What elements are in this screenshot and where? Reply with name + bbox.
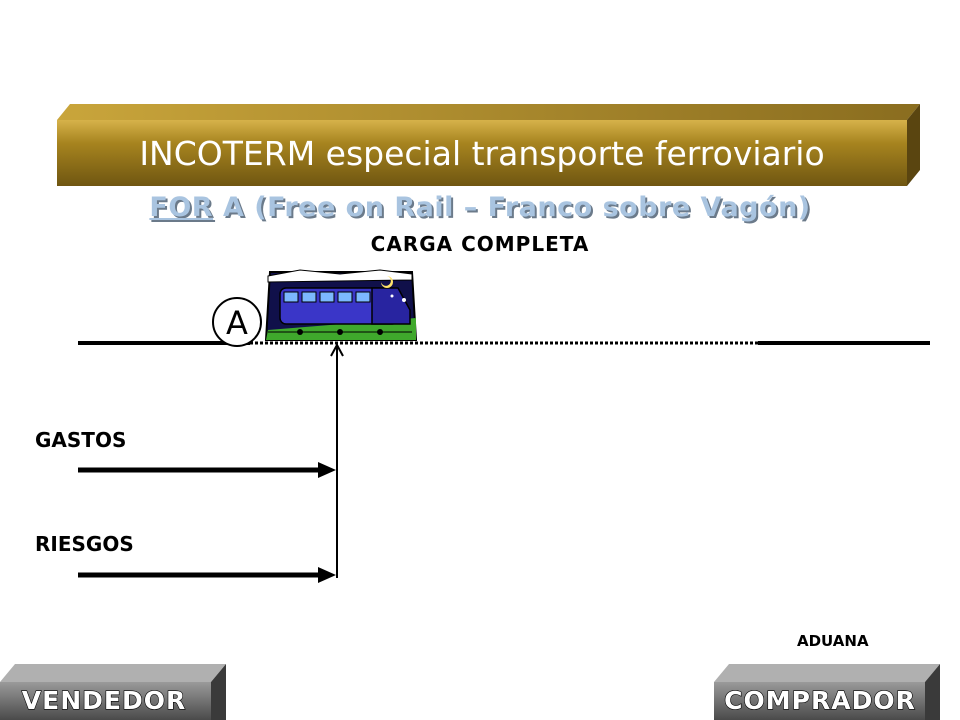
risks-label: RIESGOS xyxy=(35,532,134,556)
customs-label: ADUANA xyxy=(797,632,869,650)
seller-label: VENDEDOR xyxy=(22,686,186,715)
risks-arrow xyxy=(78,567,336,583)
train-icon xyxy=(264,269,418,341)
buyer-box: COMPRADOR xyxy=(714,664,940,720)
costs-label: GASTOS xyxy=(35,428,127,452)
circle-letter-icon: A xyxy=(212,297,262,347)
buyer-label: COMPRADOR xyxy=(724,686,916,715)
page-title: INCOTERM especial transporte ferroviario xyxy=(139,134,824,173)
point-marker-label: A xyxy=(226,304,248,342)
load-type-label: CARGA COMPLETA xyxy=(370,232,590,256)
incoterm-code-link[interactable]: FOR xyxy=(149,192,214,223)
transfer-point-arrow xyxy=(330,342,344,578)
header-banner: INCOTERM especial transporte ferroviario xyxy=(57,104,920,186)
incoterm-description: A (Free on Rail – Franco sobre Vagón) xyxy=(213,192,811,223)
incoterm-subtitle: FOR A (Free on Rail – Franco sobre Vagón… xyxy=(0,192,960,223)
seller-box: VENDEDOR xyxy=(0,664,226,720)
costs-arrow xyxy=(78,462,336,478)
